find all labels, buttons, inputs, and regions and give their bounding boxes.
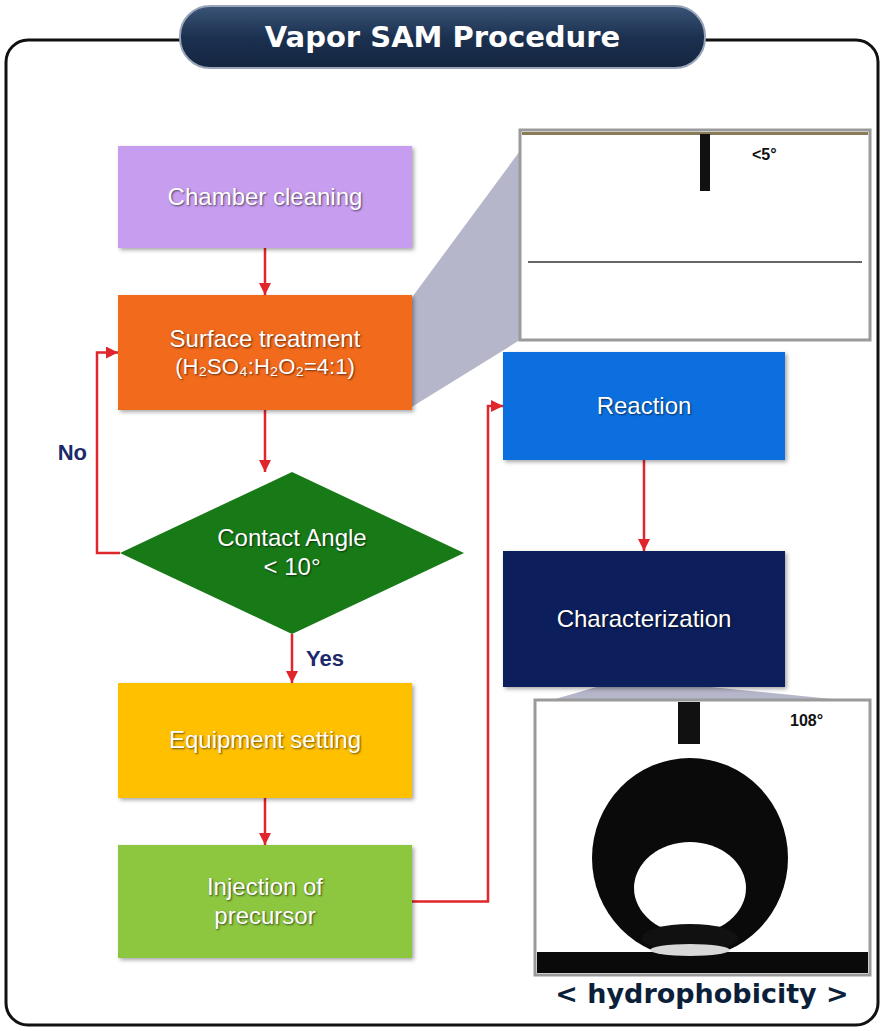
flow-arrow	[264, 410, 267, 472]
node-label: Equipment setting	[169, 726, 361, 755]
node-text-group: Surface treatment(H₂SO₄:H₂O₂=4:1)	[170, 325, 361, 380]
process-box: Reaction	[503, 352, 785, 460]
node-label: Surface treatment	[170, 325, 361, 354]
diamond-shape	[120, 472, 464, 634]
process-box: Equipment setting	[118, 683, 412, 798]
process-box: Characterization	[503, 551, 785, 687]
node-label: Chamber cleaning	[168, 183, 363, 212]
process-box: Surface treatment(H₂SO₄:H₂O₂=4:1)	[118, 295, 412, 410]
flow-arrow	[412, 406, 503, 902]
angle-value: 108°	[790, 712, 823, 730]
diagram-title: Vapor SAM Procedure	[180, 6, 705, 68]
water-droplet	[592, 758, 788, 958]
node-label: Characterization	[557, 605, 732, 634]
substrate-line	[528, 261, 862, 263]
decision-diamond: Contact Angle < 10°	[120, 472, 464, 634]
process-box: Injection of precursor	[118, 845, 412, 958]
flow-arrow	[291, 634, 294, 683]
syringe-needle	[700, 134, 710, 191]
node-text-group: Reaction	[597, 392, 692, 421]
node-label: Reaction	[597, 392, 692, 421]
branch-label: Yes	[304, 646, 346, 672]
flow-arrow	[97, 353, 120, 554]
node-text-group: Chamber cleaning	[168, 183, 363, 212]
photo-frame	[535, 700, 870, 975]
process-box: Chamber cleaning	[118, 146, 412, 248]
droplet-reflection	[650, 944, 730, 956]
node-text-group: Injection of precursor	[165, 873, 365, 931]
angle-value: <5°	[752, 146, 777, 164]
branch-label: No	[56, 440, 89, 466]
droplet-highlight	[634, 842, 746, 934]
flow-arrow	[264, 248, 267, 295]
photo-frame	[520, 130, 870, 340]
syringe-needle	[678, 702, 700, 744]
outer-frame	[6, 40, 878, 1025]
node-text-group: Equipment setting	[169, 726, 361, 755]
flow-arrow	[643, 460, 646, 551]
node-label: (H₂SO₄:H₂O₂=4:1)	[175, 354, 354, 380]
title-banner	[180, 6, 705, 68]
node-label: Injection of precursor	[165, 873, 365, 931]
caption-label: < hydrophobicity >	[555, 978, 849, 1009]
flow-arrow	[264, 798, 267, 845]
node-text-group: Characterization	[557, 605, 732, 634]
node-text-group: Contact Angle < 10°	[211, 524, 373, 582]
photo-edge	[522, 132, 868, 135]
node-label: Contact Angle < 10°	[211, 524, 373, 582]
